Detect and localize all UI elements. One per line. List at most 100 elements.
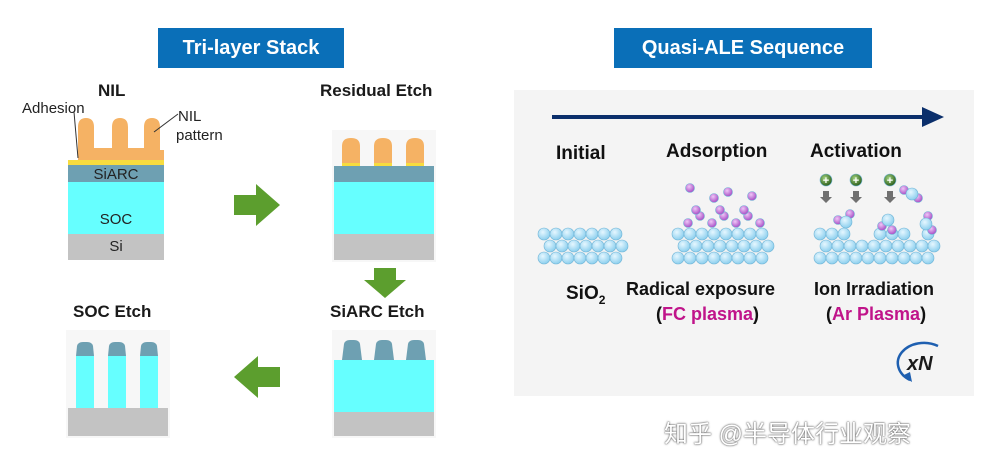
phase-label-initial: Initial [556, 143, 606, 164]
phase-label-activation: Activation [810, 141, 902, 162]
sio2-atom [861, 251, 875, 265]
soc-pillar-3 [140, 356, 158, 408]
sio2-atom [609, 227, 623, 241]
adhesion-layer [68, 160, 164, 165]
sio2-atom-lattice-initial [537, 227, 629, 265]
nil-pattern-annotation-line2: pattern [176, 127, 223, 144]
adsorbed-radical [715, 205, 725, 215]
tri-layer-stack-title: Tri-layer Stack [158, 28, 344, 68]
sio2-atom [897, 251, 911, 265]
sio2-atom [813, 227, 827, 241]
sio2-atom [831, 239, 845, 253]
sio2-atom [755, 251, 769, 265]
sio2-atom [915, 239, 929, 253]
siarc-line-3 [406, 340, 426, 360]
sio2-atom [549, 251, 563, 265]
ion-charge-sign: + [823, 175, 829, 187]
sio2-atom [597, 227, 611, 241]
sio2-atom [909, 251, 923, 265]
sio2-atom [849, 251, 863, 265]
siarc-cap-1 [76, 342, 94, 356]
resist-line-1 [342, 138, 360, 166]
sio2-atom [731, 227, 745, 241]
soc-layer [334, 182, 434, 234]
sio2-atom [701, 239, 715, 253]
sio2-atom [591, 239, 605, 253]
ar-ion [849, 173, 863, 187]
sio2-atom [825, 227, 839, 241]
ion-direction-arrow [820, 191, 832, 203]
sio2-atom [725, 239, 739, 253]
adhesion-segment-1 [342, 163, 360, 166]
caption-fc-plasma: (FC plasma) [656, 304, 759, 325]
siarc-layer-label: SiARC [93, 166, 139, 183]
soc-pillar-1 [76, 356, 94, 408]
timeline-arrow-icon [552, 107, 944, 127]
nil-stack-diagram [68, 112, 164, 260]
resist-line-3 [406, 138, 424, 166]
sio2-atom [689, 239, 703, 253]
ar-ion [819, 173, 833, 187]
sio2-atom [743, 227, 757, 241]
sio2-atom [743, 251, 757, 265]
sio2-atom [537, 251, 551, 265]
soc-layer-label: SOC [99, 211, 133, 228]
residual-etch-stack-diagram [332, 130, 436, 262]
ar-plasma-text: Ar Plasma [832, 304, 921, 324]
sio2-atom [567, 239, 581, 253]
siarc-cap-2 [108, 342, 126, 356]
sio2-atom [761, 239, 775, 253]
adhesion-segment-3 [406, 163, 424, 166]
si-layer [68, 408, 168, 436]
si-layer [334, 412, 434, 436]
ion-direction-arrow [850, 191, 862, 203]
fc-plasma-text: FC plasma [662, 304, 754, 324]
sio2-atom [671, 227, 685, 241]
quasi-ale-sequence-title-text: Quasi-ALE Sequence [641, 36, 845, 59]
sio2-atom [713, 239, 727, 253]
caption-ion-irradiation: Ion Irradiation [814, 279, 935, 299]
caption-radical-exposure: Radical exposure [626, 279, 776, 299]
sio2-atom [731, 251, 745, 265]
fc-plasma-close-paren: ) [753, 304, 760, 324]
adsorbed-radical [731, 218, 741, 228]
sio2-atom [927, 239, 941, 253]
sio2-atom [879, 239, 893, 253]
sio2-atom [603, 239, 617, 253]
siarc-layer [334, 166, 434, 182]
siarc-cap-3 [140, 342, 158, 356]
sio2-atom [579, 239, 593, 253]
sio2-atom [885, 251, 899, 265]
soc-etch-stack-diagram [66, 330, 170, 438]
sio2-atom [549, 227, 563, 241]
ar-plasma-open-paren: ( [826, 304, 832, 324]
gas-radical [723, 187, 733, 197]
sio2-atom [543, 239, 557, 253]
step-label-soc-etch: SOC Etch [73, 302, 152, 321]
sio2-atom [561, 251, 575, 265]
sio2-atom [897, 227, 911, 241]
adhesion-annotation: Adhesion [22, 100, 85, 117]
activation-atom-lattice: +++ [813, 173, 941, 265]
cycle-count-label: xN [906, 353, 933, 375]
desorbed-atom [919, 217, 933, 231]
adsorbed-radical [755, 218, 765, 228]
siarc-line-2 [374, 340, 394, 360]
caption-sio2-main: SiO [566, 283, 599, 304]
sio2-atom [573, 227, 587, 241]
adsorbed-radical [691, 205, 701, 215]
desorbed-atom [905, 187, 919, 201]
ar-ion [883, 173, 897, 187]
sio2-atom [843, 239, 857, 253]
sio2-atom [555, 239, 569, 253]
caption-ar-plasma: (Ar Plasma) [826, 304, 926, 325]
gas-radical [685, 183, 695, 193]
sio2-atom [609, 251, 623, 265]
siarc-line-1 [342, 340, 362, 360]
adhesion-segment-2 [374, 163, 392, 166]
nil-resist-pattern [68, 118, 164, 162]
sio2-atom [749, 239, 763, 253]
siarc-etch-stack-diagram [332, 330, 436, 438]
sio2-atom [837, 251, 851, 265]
desorbed-radical [887, 225, 897, 235]
